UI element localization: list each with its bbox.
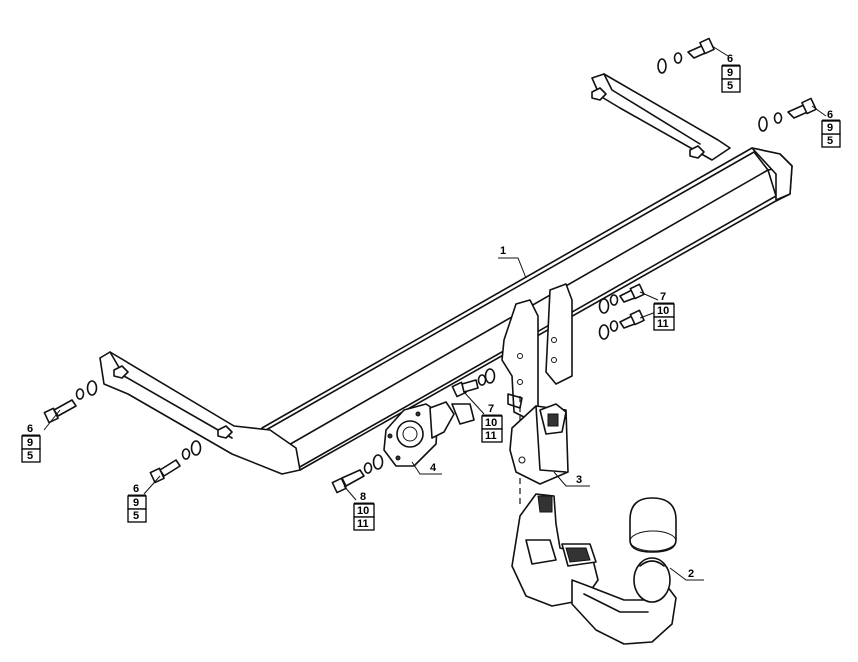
stack-mid-center: 7 10 11 [481, 403, 503, 443]
bolt-set-mid-right [598, 283, 645, 340]
svg-text:6: 6 [133, 483, 139, 495]
svg-text:5: 5 [727, 80, 733, 92]
svg-text:7: 7 [488, 403, 494, 415]
svg-text:11: 11 [485, 430, 497, 442]
stack-left-a: 6 9 5 [21, 423, 41, 463]
stack-top-right-a: 6 9 5 [721, 53, 741, 93]
bolt-set-top-right-a [657, 37, 715, 74]
stack-left-b: 6 9 5 [127, 483, 147, 523]
nut-left-top [113, 365, 129, 379]
callout-3: 3 [576, 474, 582, 486]
stack-bottom: 8 10 11 [353, 491, 375, 531]
svg-text:9: 9 [727, 67, 733, 79]
svg-text:9: 9 [27, 437, 33, 449]
nut-left-bottom [217, 425, 233, 439]
svg-text:6: 6 [827, 109, 833, 121]
bolt-set-mid-center [451, 368, 496, 398]
bolt-set-top-right-b [758, 97, 817, 132]
bolt-set-left-b [149, 440, 202, 484]
center-mount-plates [501, 283, 573, 419]
svg-text:10: 10 [657, 305, 669, 317]
svg-text:6: 6 [27, 423, 33, 435]
svg-text:10: 10 [485, 417, 497, 429]
socket-holder [509, 403, 569, 485]
nut-bracket-top [591, 87, 607, 101]
svg-text:9: 9 [827, 122, 833, 134]
bolt-set-bottom [331, 454, 384, 494]
socket-bracket-plate [383, 401, 475, 467]
svg-text:7: 7 [660, 291, 666, 303]
leader-lines [43, 45, 827, 581]
svg-text:11: 11 [357, 518, 369, 530]
tow-ball-assembly [511, 493, 677, 645]
svg-text:9: 9 [133, 497, 139, 509]
stack-top-right-b: 6 9 5 [821, 109, 841, 148]
stack-mid-right: 7 10 11 [653, 291, 675, 331]
svg-text:5: 5 [133, 510, 139, 522]
svg-text:6: 6 [727, 53, 733, 65]
callout-1: 1 [500, 245, 506, 257]
callout-2: 2 [688, 568, 694, 580]
svg-text:11: 11 [657, 318, 669, 330]
bolt-set-left-a [43, 380, 98, 424]
svg-text:5: 5 [27, 450, 33, 462]
callout-4: 4 [430, 462, 437, 474]
nut-bracket-mid [689, 145, 705, 159]
svg-text:5: 5 [827, 135, 833, 147]
svg-text:10: 10 [357, 505, 369, 517]
svg-text:8: 8 [360, 491, 366, 503]
